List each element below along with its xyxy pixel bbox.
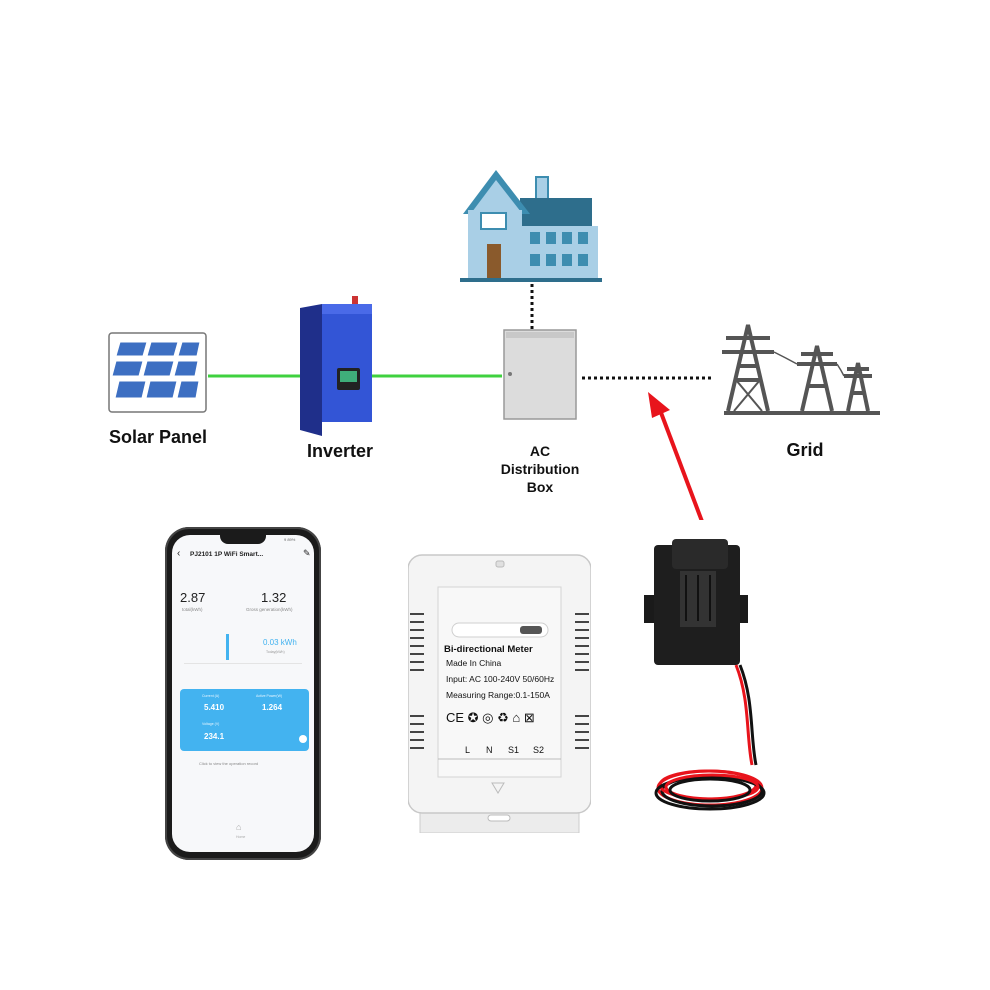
red-arrow-icon (648, 392, 704, 520)
meter-line3: Measuring Range:0.1-150A (446, 690, 550, 700)
live-bar (226, 634, 229, 660)
chart-baseline (184, 663, 302, 664)
edit-icon[interactable]: ✎ (303, 548, 311, 558)
ac-box-label-line2: Distribution (500, 461, 580, 477)
live-value: 0.03 kWh (263, 638, 297, 647)
card-expand-button[interactable] (299, 735, 307, 743)
app-screen: ‹ PJ2101 1P WiFi Smart... ✎ 9 89% 2.87 t… (172, 535, 314, 852)
stat2-label: Gross generation(kWh) (246, 607, 293, 612)
meter-body (408, 554, 591, 833)
meter-title: Bi-directional Meter (444, 644, 533, 655)
home-icon[interactable]: ⌂ (236, 822, 242, 832)
ac-box-label-line1: AC (529, 443, 551, 459)
back-icon[interactable]: ‹ (177, 548, 181, 559)
card-label2: Active Power(W) (256, 694, 283, 698)
card-label3: Voltage (V) (202, 722, 220, 726)
status-right: 9 89% (284, 537, 296, 542)
stat2-value: 1.32 (261, 590, 287, 605)
card-value1: 5.410 (204, 703, 225, 712)
live-caption: Today(kWh) (266, 650, 285, 654)
meter-line2: Input: AC 100-240V 50/60Hz (446, 674, 555, 684)
solar-panel-label: Solar Panel (108, 427, 208, 447)
card-label1: Current (A) (202, 694, 220, 698)
stat1-label: total(kWh) (182, 607, 203, 612)
power-tower-icon (722, 324, 880, 415)
meter-line1: Made In China (446, 658, 502, 668)
phone-notch (220, 535, 266, 544)
stat1-value: 2.87 (180, 590, 206, 605)
bottom-label: Home (236, 835, 246, 839)
terminal-l: L (465, 745, 471, 755)
house-icon (460, 170, 602, 282)
ac-distribution-box-icon (503, 329, 577, 420)
card-value3: 234.1 (204, 732, 225, 741)
app-title: PJ2101 1P WiFi Smart... (190, 551, 264, 558)
grid-label: Grid (786, 440, 824, 460)
inverter-label: Inverter (306, 441, 374, 461)
ct-clamp-sensor-icon (644, 539, 766, 811)
certification-marks: CE ✪ ◎ ♻ ⌂ ⊠ (446, 710, 535, 725)
footer-text[interactable]: Click to view the operation record (199, 761, 259, 766)
energy-flow-diagram (108, 170, 880, 520)
terminal-n: N (486, 745, 493, 755)
smartphone: ‹ PJ2101 1P WiFi Smart... ✎ 9 89% 2.87 t… (165, 527, 321, 860)
inverter-icon (300, 296, 372, 436)
terminal-s2: S2 (533, 745, 545, 755)
card-value2: 1.264 (262, 703, 283, 712)
bi-directional-meter: Bi-directional Meter Made In China Input… (408, 547, 591, 833)
solar-panel-icon (108, 332, 207, 413)
ac-box-label-line3: Box (526, 479, 554, 495)
terminal-s1: S1 (508, 745, 520, 755)
metrics-card: Current (A) 5.410 Active Power(W) 1.264 … (180, 689, 309, 751)
